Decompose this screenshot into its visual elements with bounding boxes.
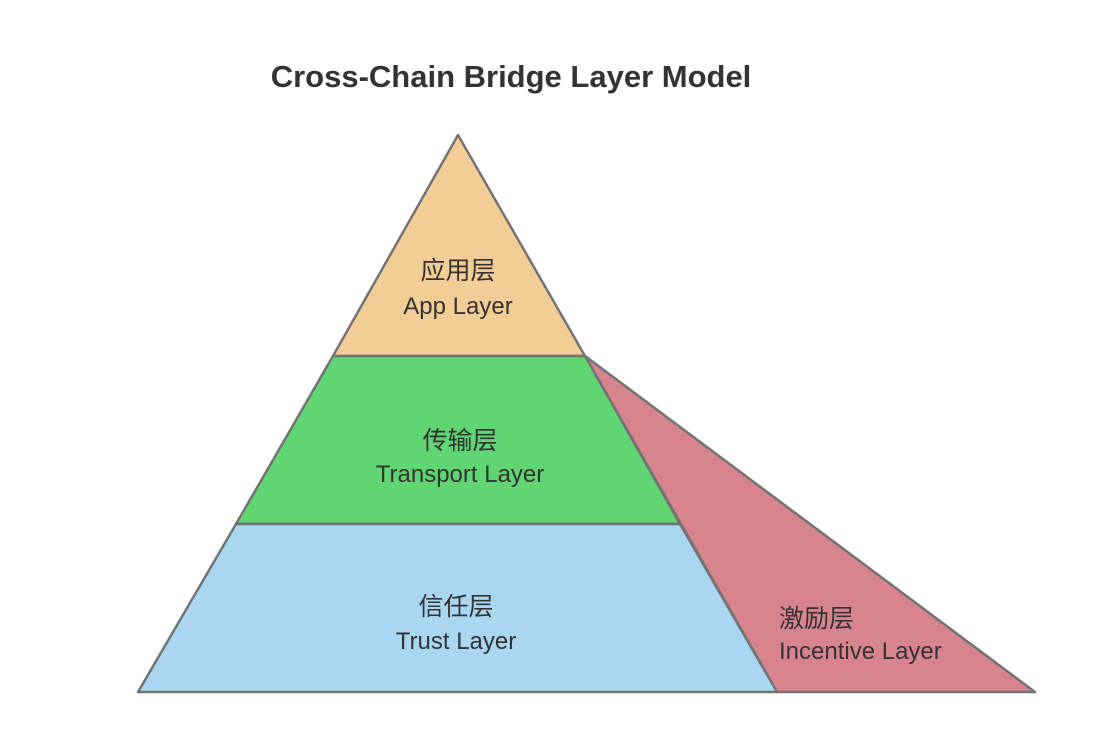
trust-layer-label-en: Trust Layer [396, 628, 516, 655]
incentive-layer-label-zh: 激励层 [779, 605, 854, 633]
trust-layer-label-zh: 信任层 [418, 593, 493, 621]
trust-layer-shape [136, 522, 779, 694]
transport-layer-label-zh: 传输层 [422, 427, 497, 455]
app-layer-shape [331, 133, 587, 358]
app-layer-label-en: App Layer [403, 293, 512, 320]
incentive-layer-label-en: Incentive Layer [779, 638, 942, 665]
transport-layer-label-en: Transport Layer [376, 461, 545, 488]
diagram-title: Cross-Chain Bridge Layer Model [271, 59, 752, 94]
app-layer-label-zh: 应用层 [420, 257, 495, 285]
